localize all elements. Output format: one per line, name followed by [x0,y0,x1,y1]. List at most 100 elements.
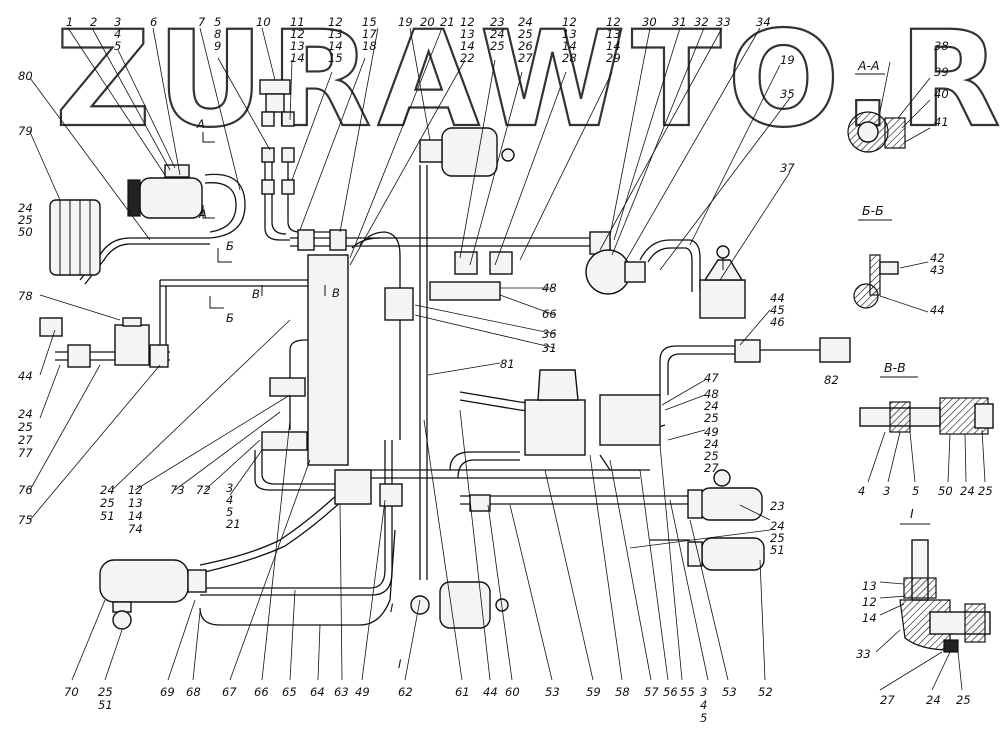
callout: 24 [490,27,505,41]
relay-valve [524,399,586,456]
callout: 81 [500,357,515,371]
callout: 36 [542,327,557,341]
callout: 52 [758,685,773,699]
callout: 2 [90,15,97,29]
callout: 60 [505,685,520,699]
callout: 68 [186,685,201,699]
callout: 3 [114,15,121,29]
callout: 13 [862,579,877,593]
callout: 33 [856,647,871,661]
callout: 51 [770,543,785,557]
callout: 13 [606,27,621,41]
callout: 69 [160,685,175,699]
callout: 4 [858,484,865,498]
section-vv: В-В 4 3 5 50 24 25 [858,360,994,498]
callout: 66 [254,685,269,699]
callout: 21 [440,15,455,29]
valve-block [307,254,349,466]
callout: 19 [398,15,413,29]
callout: 24 [100,483,115,497]
section-bb: Б-Б [853,203,929,313]
callout: 13 [328,27,343,41]
callout: 42 [930,251,945,265]
callout: 47 [704,371,719,385]
callout: 46 [770,315,785,329]
callout: 63 [334,685,349,699]
section-one-title: I [910,506,914,521]
callout: 55 [680,685,695,699]
svg-text:I: I [390,601,394,615]
svg-text:Б: Б [226,311,234,325]
callout: 14 [562,39,577,53]
callout: 50 [18,225,33,239]
callout: 3 [700,685,707,699]
callout: 12 [460,15,475,29]
callout: 30 [642,15,657,29]
control-valve [699,279,746,319]
brake-chamber-bottom [439,581,491,629]
callout: 49 [355,685,370,699]
callout: 29 [606,51,621,65]
callout: 45 [770,303,785,317]
callout: 48 [704,387,719,401]
callout: 6 [150,15,157,29]
callout: 50 [938,484,953,498]
callout: 66 [542,307,557,321]
callout: 9 [214,39,221,53]
callout: 26 [518,39,533,53]
watermark-text: ZURAWTO.RU [55,3,1000,157]
brake-chamber-top [441,127,498,177]
bottom-callouts: 70 25 51 69 68 67 66 65 64 63 49 62 61 4… [64,685,773,725]
section-bb-title: Б-Б [862,203,884,218]
section-vv-title: В-В [884,360,906,375]
brake-valve [599,394,661,446]
callout: 65 [282,685,297,699]
callout: 70 [64,685,79,699]
callout: 53 [722,685,737,699]
callout: 24 [770,519,785,533]
callout: 4 [700,698,707,712]
section-aa-title: А-А [857,58,880,73]
callout: 19 [780,53,795,67]
callout: 39 [934,65,949,79]
callout: 79 [18,124,33,138]
callout: 13 [290,39,305,53]
callout: 27 [704,461,719,475]
callout: 61 [455,685,470,699]
callout: 12 [562,15,577,29]
callout: 20 [420,15,435,29]
callout: 24 [18,407,33,421]
callout: 25 [704,449,719,463]
section-one: I 13 12 14 33 27 24 25 [856,506,991,707]
callout: 82 [824,373,839,387]
callout: 24 [704,437,719,451]
svg-text:I: I [398,657,402,671]
callout: 14 [460,39,475,53]
callout: 13 [562,27,577,41]
callout: 51 [98,698,113,712]
callout: 51 [100,509,115,523]
callout: 5 [114,39,121,53]
compressor [139,177,203,219]
svg-text:В: В [332,286,340,300]
callout: 53 [545,685,560,699]
callout: 44 [18,369,33,383]
callout: 59 [586,685,601,699]
callout: 43 [930,263,945,277]
callout: 76 [18,483,33,497]
callout: 25 [770,531,785,545]
callout: 34 [756,15,771,29]
moisture-separator [114,324,150,366]
callout: 25 [100,496,115,510]
svg-text:В: В [252,287,260,301]
callout: 27 [18,433,33,447]
callout: 14 [128,509,143,523]
callout: 32 [694,15,709,29]
callout: 48 [542,281,557,295]
receiver-lower [701,537,765,571]
callout: 18 [362,39,377,53]
callout: 15 [328,51,343,65]
callout: 14 [290,51,305,65]
callout: 75 [18,513,33,527]
callout: 67 [222,685,237,699]
